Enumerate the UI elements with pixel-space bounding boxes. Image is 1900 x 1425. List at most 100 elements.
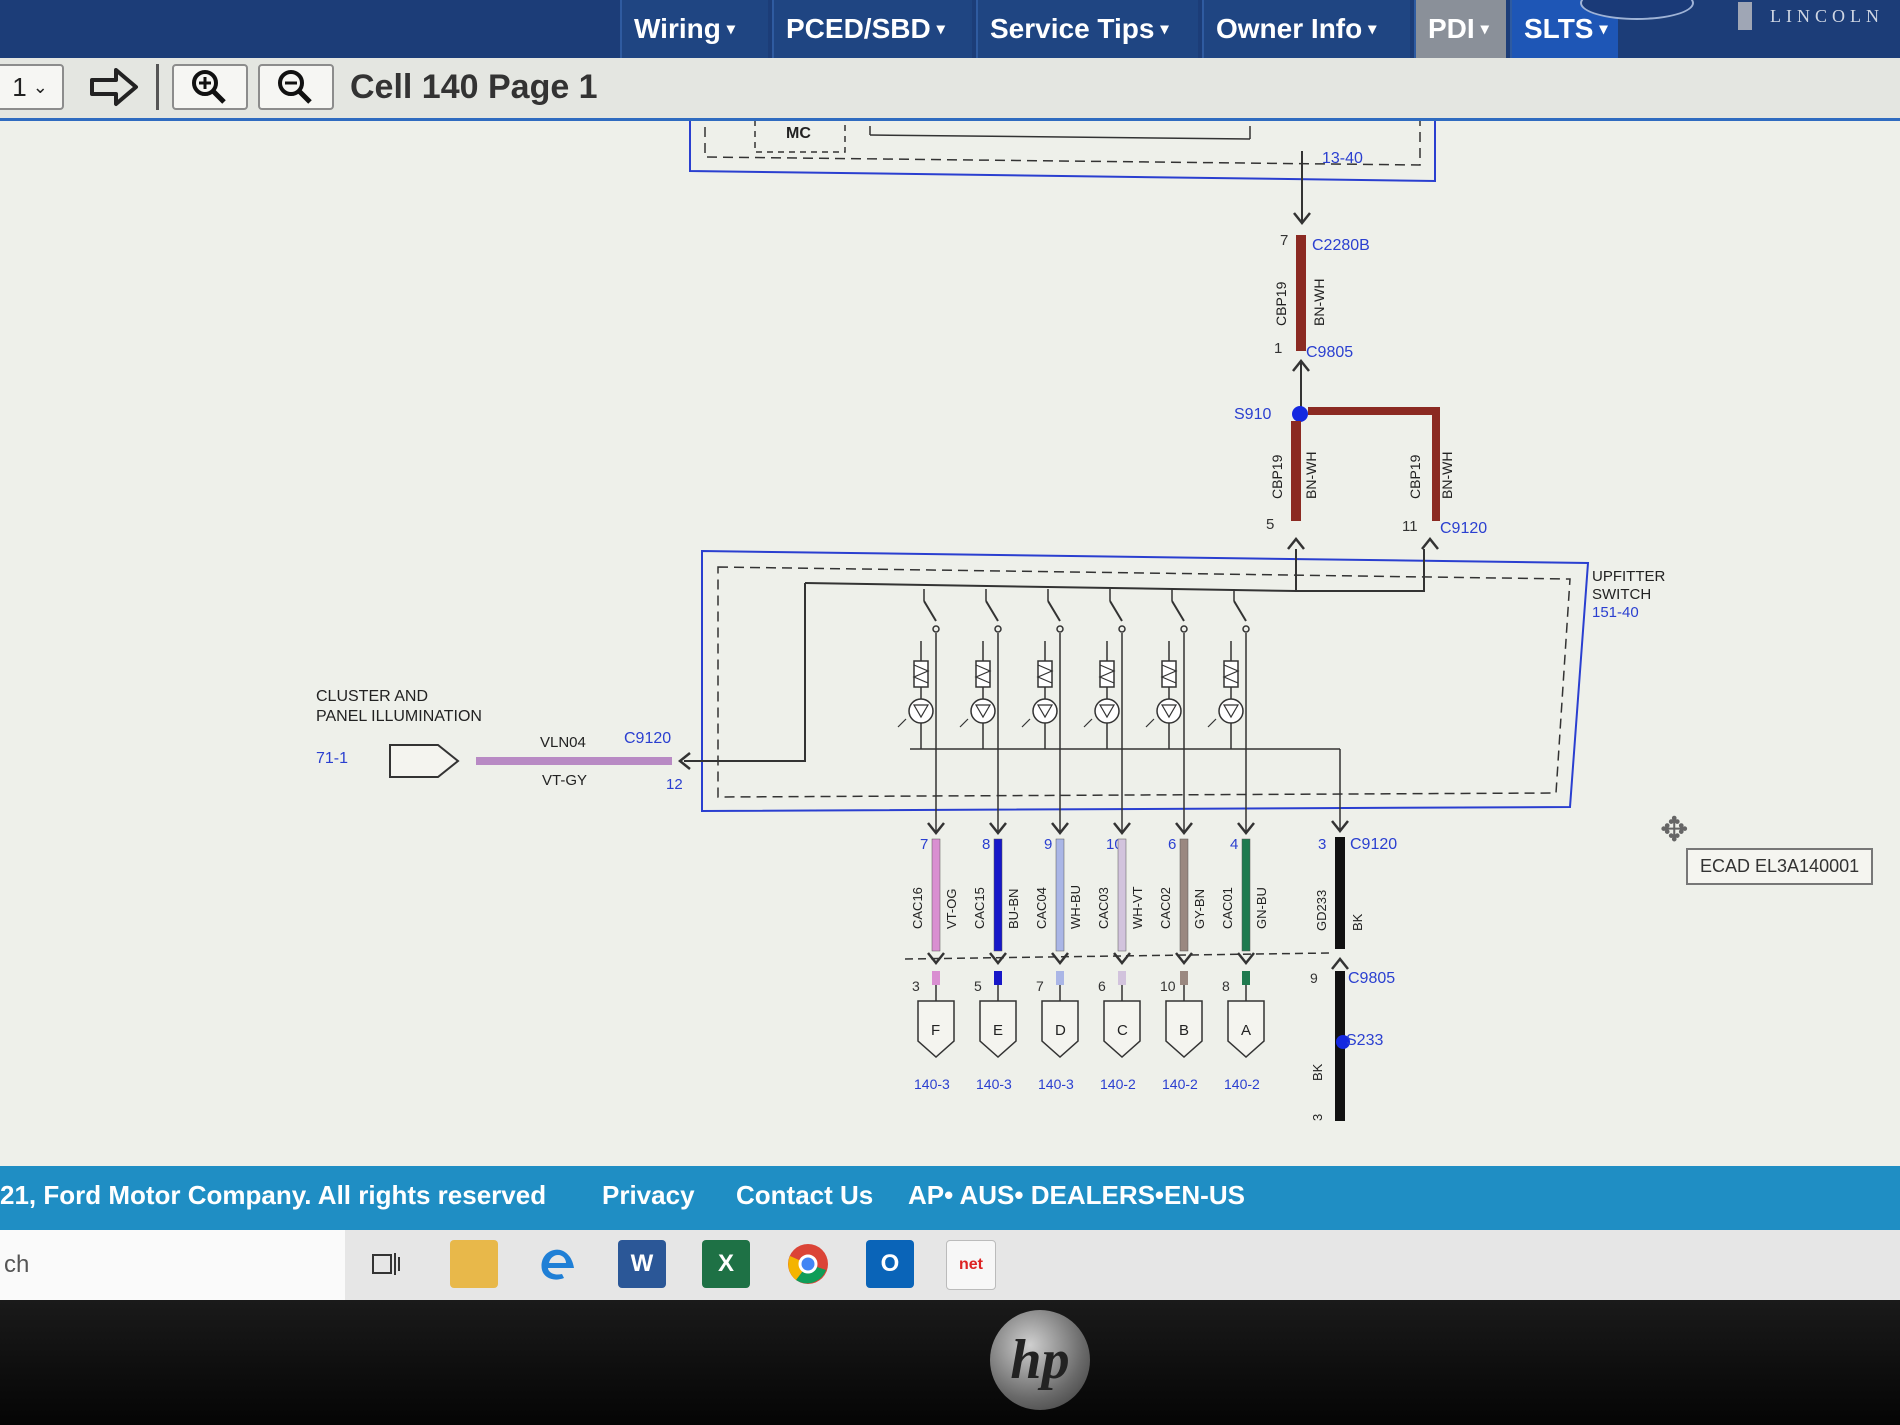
zoom-in-button[interactable] bbox=[172, 64, 248, 110]
switch-contact bbox=[1233, 600, 1247, 622]
off-page-label: C bbox=[1117, 1022, 1128, 1039]
wire-cbp19-left[interactable] bbox=[1291, 421, 1301, 521]
wire-circuit-label: CBP19 bbox=[1407, 454, 1423, 499]
nav-service-tips[interactable]: Service Tips ▾ bbox=[976, 0, 1198, 58]
off-page-connector[interactable] bbox=[1165, 1000, 1203, 1059]
upfitter-ref[interactable]: 151-40 bbox=[1592, 604, 1639, 621]
off-page-connector[interactable] bbox=[1041, 1000, 1079, 1059]
connector-c9120-bottom[interactable]: C9120 bbox=[1350, 836, 1397, 853]
excel-icon[interactable]: X bbox=[702, 1240, 750, 1288]
chrome-icon[interactable] bbox=[784, 1240, 832, 1288]
move-icon[interactable]: ✥ bbox=[1660, 811, 1689, 849]
wire-vln04[interactable] bbox=[476, 757, 672, 765]
task-view-icon[interactable] bbox=[362, 1240, 410, 1288]
chevron-down-icon: ▾ bbox=[936, 21, 945, 38]
forward-arrow-icon[interactable] bbox=[86, 62, 142, 112]
chevron-down-icon: ▾ bbox=[1368, 21, 1377, 38]
pin-label: 7 bbox=[920, 836, 928, 853]
connector-c9120-right[interactable]: C9120 bbox=[1440, 520, 1487, 537]
monitor-bezel bbox=[0, 1300, 1900, 1425]
edge-icon[interactable] bbox=[534, 1240, 582, 1288]
chevron-down-icon: ▾ bbox=[1160, 21, 1169, 38]
nav-label: Wiring bbox=[634, 13, 721, 44]
splice-s233[interactable] bbox=[1336, 1035, 1350, 1049]
connector-arrow-icon bbox=[1237, 822, 1255, 836]
nav-label: Owner Info bbox=[1216, 13, 1363, 44]
led-icon bbox=[908, 698, 934, 724]
nav-pdi[interactable]: PDI▾ bbox=[1414, 0, 1506, 58]
pin-label: 6 bbox=[1168, 836, 1176, 853]
wire-color-label: BK bbox=[1310, 1063, 1325, 1081]
wire-color-label: BN-WH bbox=[1439, 452, 1455, 499]
file-explorer-icon[interactable] bbox=[450, 1240, 498, 1288]
wire-circuit-label: CBP19 bbox=[1269, 454, 1285, 499]
connector-c9805-top[interactable]: C9805 bbox=[1306, 344, 1353, 361]
pin-label: 8 bbox=[1222, 978, 1230, 994]
nav-owner-info[interactable]: Owner Info ▾ bbox=[1202, 0, 1410, 58]
wire-cac04[interactable] bbox=[1055, 838, 1065, 952]
lincoln-star-icon[interactable] bbox=[1738, 2, 1752, 30]
zoom-out-button[interactable] bbox=[258, 64, 334, 110]
pin-label: 9 bbox=[1310, 970, 1318, 986]
net-icon[interactable]: net bbox=[946, 1240, 996, 1290]
connector-c9805-bottom[interactable]: C9805 bbox=[1348, 970, 1395, 987]
connector-arrow-icon bbox=[1331, 956, 1349, 970]
wire-cac03[interactable] bbox=[1117, 838, 1127, 952]
wire-cbp19-branch[interactable] bbox=[1308, 407, 1440, 521]
connector-c9120-left[interactable]: C9120 bbox=[624, 730, 671, 747]
led-icon bbox=[1094, 698, 1120, 724]
taskbar: ch W X O net bbox=[0, 1230, 1900, 1300]
switch-contact bbox=[923, 600, 937, 622]
wire-stub bbox=[1180, 971, 1188, 985]
led-icon bbox=[1032, 698, 1058, 724]
wire-cac16[interactable] bbox=[931, 838, 941, 952]
pin-label: 5 bbox=[1266, 516, 1274, 533]
wire-color-label: VT-OG bbox=[944, 889, 959, 929]
outlook-icon[interactable]: O bbox=[866, 1240, 914, 1288]
connector-arrow-icon bbox=[1287, 536, 1305, 550]
wire-cbp19-top[interactable] bbox=[1296, 235, 1306, 351]
wire-cac02[interactable] bbox=[1179, 838, 1189, 952]
pin-label: 5 bbox=[974, 978, 982, 994]
connector-arrow-icon bbox=[1113, 952, 1131, 966]
off-page-connector[interactable] bbox=[1227, 1000, 1265, 1059]
wiring-diagram[interactable]: MC 13-40 7 C2280B CBP19 BN-WH 1 C9805 S9… bbox=[0, 121, 1900, 1166]
chevron-down-icon: ▾ bbox=[1599, 21, 1608, 38]
connector-arrow-icon bbox=[1292, 358, 1310, 372]
wire-cac15[interactable] bbox=[993, 838, 1003, 952]
page-select[interactable]: 1⌄ bbox=[0, 64, 64, 110]
upfitter-switch-module[interactable] bbox=[701, 549, 1590, 813]
pin-label: 7 bbox=[1280, 232, 1288, 249]
privacy-link[interactable]: Privacy bbox=[602, 1180, 695, 1210]
connector-c2280b[interactable]: C2280B bbox=[1312, 237, 1370, 254]
wire-cac01[interactable] bbox=[1241, 838, 1251, 952]
cluster-label: CLUSTER AND bbox=[316, 688, 428, 705]
lincoln-brand[interactable]: LINCOLN bbox=[1770, 6, 1884, 26]
switch-contact bbox=[1047, 600, 1061, 622]
splice-s910-label: S910 bbox=[1234, 406, 1271, 423]
led-icon bbox=[970, 698, 996, 724]
splice-s910[interactable] bbox=[1292, 406, 1308, 422]
nav-pced-sbd[interactable]: PCED/SBD▾ bbox=[772, 0, 972, 58]
page-ref-link: 140-3 bbox=[1038, 1076, 1074, 1092]
hp-logo: hp bbox=[990, 1310, 1090, 1410]
cluster-ref[interactable]: 71-1 bbox=[316, 750, 348, 767]
wire-gd233[interactable] bbox=[1335, 837, 1345, 949]
off-page-label: F bbox=[931, 1022, 940, 1039]
wire-circuit-label: CAC03 bbox=[1096, 887, 1111, 929]
taskbar-search-input[interactable]: ch bbox=[0, 1230, 345, 1300]
off-page-connector[interactable] bbox=[1103, 1000, 1141, 1059]
nav-label: Service Tips bbox=[990, 13, 1155, 44]
page-ref-link: 140-3 bbox=[976, 1076, 1012, 1092]
nav-label: PDI bbox=[1428, 13, 1475, 44]
wire-circuit-label: CAC02 bbox=[1158, 887, 1173, 929]
contact-us-link[interactable]: Contact Us bbox=[736, 1180, 874, 1210]
connector-arrow-icon bbox=[1051, 822, 1069, 836]
wire-circuit-label: CBP19 bbox=[1273, 281, 1289, 326]
switch-contact bbox=[1109, 600, 1123, 622]
word-icon[interactable]: W bbox=[618, 1240, 666, 1288]
off-page-connector[interactable] bbox=[917, 1000, 955, 1059]
nav-wiring[interactable]: Wiring▾ bbox=[620, 0, 768, 58]
off-page-connector[interactable] bbox=[979, 1000, 1017, 1059]
pin-label: 3 bbox=[1318, 836, 1326, 853]
